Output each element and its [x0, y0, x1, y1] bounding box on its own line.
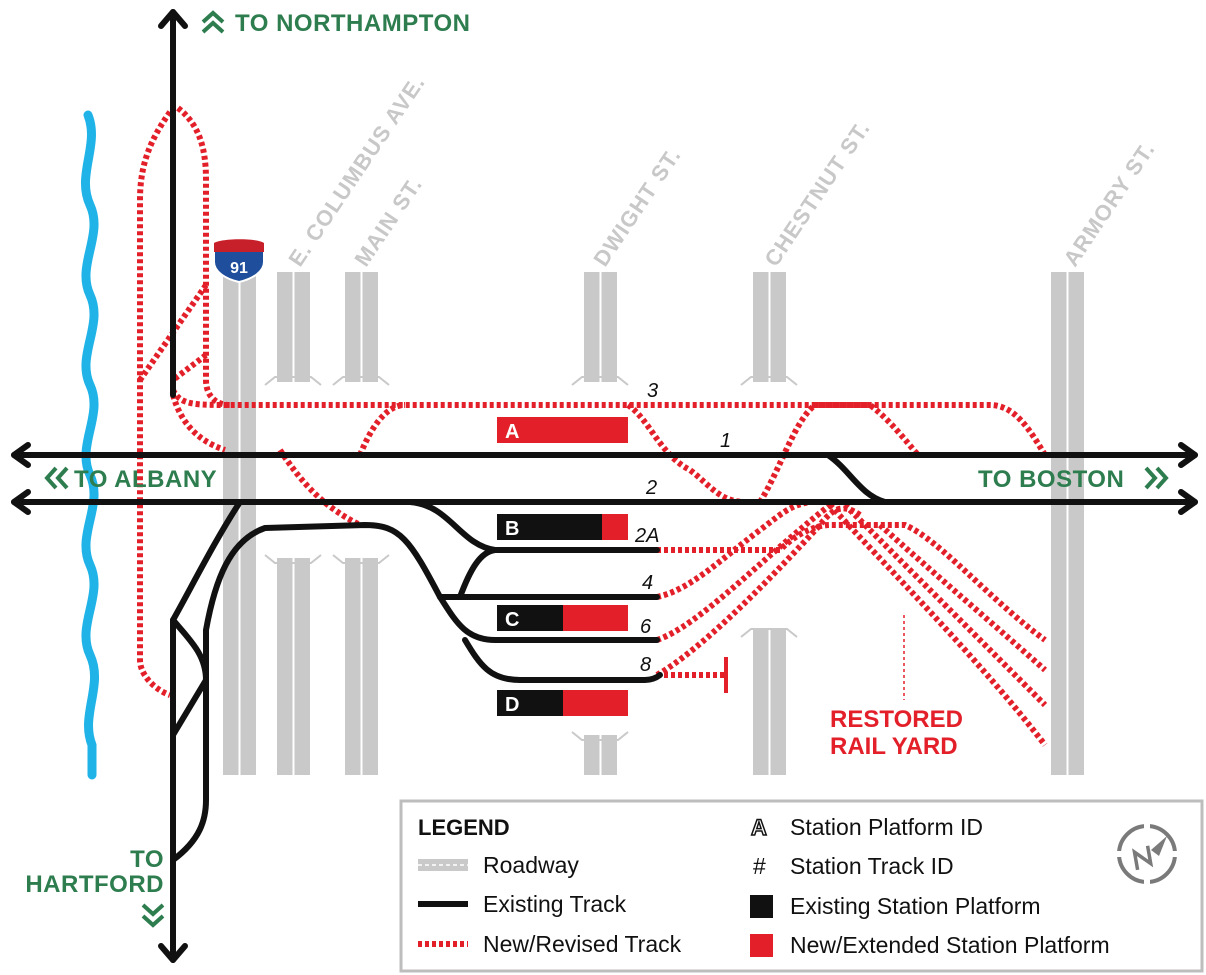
road-chestnut	[740, 272, 798, 775]
north-arrow-icon	[1113, 820, 1181, 888]
legend-track-id: # Station Track ID	[753, 853, 954, 879]
yard-track-1	[827, 502, 1048, 747]
new-track-4	[656, 499, 811, 600]
legend-existing-platform-label: Existing Station Platform	[790, 893, 1041, 919]
new-track-north-loop	[176, 105, 231, 408]
interstate-91-shield: 91	[213, 238, 265, 284]
new-track-crossover-a	[357, 402, 406, 457]
legend: LEGEND Roadway Existing Track New/Revise…	[399, 799, 1204, 973]
south-chevron-icon	[141, 903, 165, 928]
existing-track-south-second	[170, 522, 443, 863]
platform-b-label: B	[505, 518, 519, 540]
existing-track-6	[437, 594, 660, 643]
legend-platform-id-label: Station Platform ID	[790, 814, 983, 840]
legend-existing-platform: Existing Station Platform	[750, 893, 1041, 919]
track-id-3: 3	[647, 380, 658, 402]
rail-yard-line2: RAIL YARD	[830, 733, 958, 760]
existing-track-south-main	[170, 499, 243, 963]
track-id-4: 4	[642, 572, 653, 594]
road-armory	[1051, 272, 1084, 775]
legend-new-platform-label: New/Extended Station Platform	[790, 932, 1110, 958]
track-id-6: 6	[640, 616, 652, 638]
legend-new-platform: New/Extended Station Platform	[750, 932, 1110, 958]
label-to-hartford-1: TO	[130, 846, 164, 873]
new-track-crossover-d	[757, 402, 921, 504]
new-track-8	[655, 505, 862, 678]
legend-new-track-label: New/Revised Track	[483, 931, 682, 957]
rail-yard-label: RESTORED RAIL YARD	[830, 706, 963, 760]
new-track-2a	[657, 522, 1047, 643]
new-track-3	[170, 388, 1048, 457]
new-track-6	[655, 502, 832, 643]
west-chevron-icon	[44, 466, 69, 490]
legend-box	[399, 799, 1204, 973]
road-e-columbus	[264, 272, 322, 775]
track-id-1: 1	[720, 430, 731, 452]
legend-platform-id-symbol: A	[751, 815, 767, 840]
legend-existing-track: Existing Track	[418, 891, 627, 917]
track-id-2a: 2A	[634, 525, 659, 547]
roadways	[223, 272, 1084, 775]
legend-title: LEGEND	[418, 815, 510, 840]
street-label-dwight: DWIGHT ST.	[588, 143, 685, 271]
legend-track-id-label: Station Track ID	[790, 853, 954, 879]
street-label-main: MAIN ST.	[349, 172, 427, 271]
existing-track-4-link	[457, 547, 498, 600]
label-to-albany: TO ALBANY	[74, 466, 217, 493]
street-label-e-columbus: E. COLUMBUS AVE.	[283, 70, 430, 271]
existing-track-crossover-east	[825, 452, 888, 505]
street-label-chestnut: CHESTNUT ST.	[759, 116, 875, 271]
platforms: A B C D	[497, 417, 628, 716]
east-chevron-icon	[1144, 466, 1169, 490]
platform-d-label: D	[505, 694, 519, 716]
platform-a-label: A	[505, 421, 519, 443]
platform-a: A	[497, 417, 628, 443]
new-tracks	[137, 105, 1048, 747]
new-track-connector-1	[170, 394, 226, 453]
label-to-boston: TO BOSTON	[978, 466, 1124, 493]
yard-track-3	[877, 522, 1047, 673]
legend-platform-id: A Station Platform ID	[750, 814, 983, 841]
track-id-2: 2	[645, 477, 657, 499]
platform-b: B	[497, 514, 628, 540]
new-track-crossover-c	[626, 402, 746, 505]
legend-roadway: Roadway	[418, 852, 579, 878]
interstate-number: 91	[230, 260, 248, 277]
label-to-hartford-2: HARTFORD	[25, 871, 164, 898]
new-track-crossover-b	[277, 448, 362, 528]
legend-track-id-symbol: #	[753, 853, 766, 879]
platform-c: C	[497, 605, 628, 631]
legend-existing-track-label: Existing Track	[483, 891, 627, 917]
legend-new-track: New/Revised Track	[418, 931, 682, 957]
existing-tracks	[11, 9, 1198, 963]
destination-labels: TO NORTHAMPTON TO ALBANY TO BOSTON TO HA…	[25, 10, 1169, 928]
existing-track-south-crossover	[170, 617, 209, 683]
track-id-8: 8	[640, 654, 651, 676]
road-dwight	[571, 272, 629, 775]
river	[81, 110, 99, 780]
street-labels: E. COLUMBUS AVE. MAIN ST. DWIGHT ST. CHE…	[283, 70, 1160, 271]
platform-c-label: C	[505, 609, 519, 631]
rail-yard-line1: RESTORED	[830, 706, 963, 733]
platform-d: D	[497, 690, 628, 716]
label-to-northampton: TO NORTHAMPTON	[235, 10, 470, 37]
street-label-armory: ARMORY ST.	[1058, 137, 1160, 271]
road-main	[332, 272, 390, 775]
existing-track-8	[462, 637, 663, 683]
north-chevron-icon	[201, 10, 225, 34]
new-track-connector-3	[171, 352, 208, 383]
yard-track-2	[842, 502, 1048, 708]
new-track-north-west	[137, 110, 173, 698]
track-ids: 3 1 2 2A 4 6 8	[634, 380, 731, 676]
legend-roadway-label: Roadway	[483, 852, 579, 878]
existing-track-south-crossover-2	[170, 677, 209, 738]
